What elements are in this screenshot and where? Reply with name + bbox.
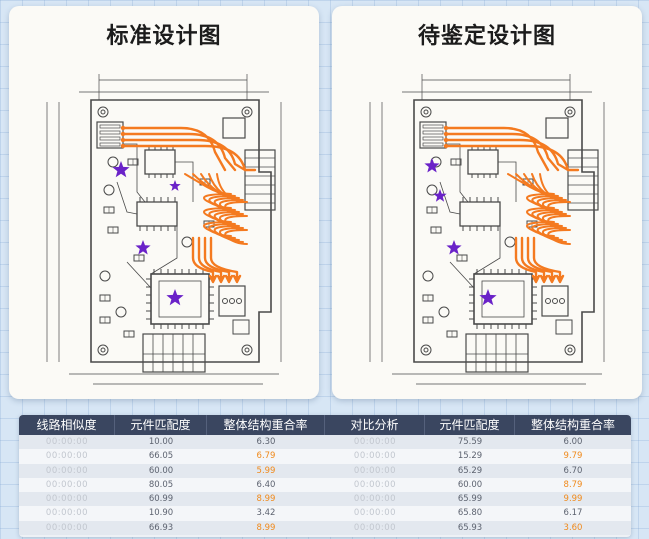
comparison-table: 线路相似度 元件匹配度 整体结构重合率 对比分析 元件匹配度 整体结构重合率 0… (19, 415, 631, 537)
table-cell: 80.05 (148, 479, 174, 490)
table-row: 00:00:00 60.99 8.99 00:00:00 65.99 9.99 (19, 492, 631, 507)
marker-star (135, 240, 151, 255)
table-cell: 00:00:00 (353, 522, 397, 533)
table-cell: 9.79 (563, 451, 583, 462)
suspect-design-title: 待鉴定设计图 (417, 24, 556, 49)
table-cell: 6.40 (256, 479, 276, 490)
processor-chip (150, 273, 210, 325)
table-cell: 00:00:00 (45, 494, 89, 505)
table-row: 00:00:00 10.90 3.42 00:00:00 65.80 6.17 (19, 506, 631, 521)
table-cell: 00:00:00 (45, 437, 89, 447)
table-cell: 6.00 (563, 437, 583, 447)
marker-star (433, 189, 447, 202)
table-cell: 65.29 (457, 465, 483, 476)
table-row: 00:00:00 60.00 5.99 00:00:00 65.29 6.70 (19, 463, 631, 478)
table-cell: 9.99 (563, 494, 583, 505)
table-cell: 60.00 (457, 479, 483, 490)
header-structure-overlap-2: 整体结构重合率 (530, 418, 615, 432)
suspect-design-card: 待鉴定设计图 (332, 6, 642, 399)
marker-star (169, 180, 181, 191)
table-cell: 00:00:00 (45, 479, 89, 490)
header-line-similarity: 线路相似度 (19, 415, 115, 435)
table-cell: 65.99 (457, 494, 483, 505)
table-cell: 6.30 (256, 437, 276, 447)
table-cell: 8.79 (563, 479, 583, 490)
marker-star (446, 240, 462, 255)
table-cell: 10.00 (148, 437, 174, 447)
header-structure-overlap: 整体结构重合率 (207, 415, 325, 435)
table-cell: 00:00:00 (45, 522, 89, 533)
table-row: 00:00:00 80.05 6.40 00:00:00 60.00 8.79 (19, 477, 631, 493)
trace-group (443, 125, 580, 284)
table-cell: 65.93 (457, 522, 483, 533)
table-cell: 00:00:00 (45, 465, 89, 476)
standard-pcb-drawing (46, 74, 282, 385)
processor-chip (473, 273, 533, 325)
table-header: 线路相似度 元件匹配度 整体结构重合率 对比分析 元件匹配度 整体结构重合率 (19, 415, 631, 435)
marker-star (479, 289, 497, 306)
table-row: 00:00:00 66.05 6.79 00:00:00 15.29 9.79 (19, 449, 631, 464)
table-cell: 5.99 (256, 465, 276, 476)
table-cell: 00:00:00 (353, 465, 397, 476)
marker-star (112, 161, 130, 178)
marker-star (424, 158, 440, 173)
header-comparison-analysis: 对比分析 (325, 415, 425, 435)
table-cell: 00:00:00 (353, 508, 397, 519)
standard-design-title: 标准设计图 (106, 24, 222, 49)
table-cell: 8.99 (256, 494, 276, 505)
table-cell: 6.17 (563, 508, 583, 519)
table-cell: 66.93 (148, 522, 174, 533)
table-cell: 6.70 (563, 465, 583, 476)
table-cell: 15.29 (457, 451, 483, 462)
header-component-match: 元件匹配度 (115, 415, 207, 435)
table-cell: 00:00:00 (45, 508, 89, 519)
header-component-match-2: 元件匹配度 (425, 415, 515, 435)
table-cell: 10.90 (148, 508, 174, 519)
table-cell: 3.60 (563, 522, 583, 533)
table-cell: 65.80 (457, 508, 483, 519)
trace-group (120, 125, 257, 284)
table-cell: 00:00:00 (353, 494, 397, 505)
marker-star (166, 289, 184, 306)
table-row: 00:00:00 10.00 6.30 00:00:00 75.59 6.00 (19, 435, 631, 450)
table-cell: 60.99 (148, 494, 174, 505)
table-cell: 3.42 (256, 508, 276, 519)
table-row: 00:00:00 66.93 8.99 00:00:00 65.93 3.60 (19, 520, 631, 536)
suspect-pcb-drawing (369, 74, 605, 385)
table-cell: 60.00 (148, 465, 174, 476)
table-cell: 75.59 (457, 437, 483, 447)
table-cell: 6.79 (256, 451, 276, 462)
table-cell: 00:00:00 (353, 451, 397, 462)
table-cell: 66.05 (148, 451, 174, 462)
standard-design-card: 标准设计图 (9, 6, 319, 399)
table-cell: 00:00:00 (45, 451, 89, 462)
table-cell: 8.99 (256, 522, 276, 533)
table-cell: 00:00:00 (353, 479, 397, 490)
table-cell: 00:00:00 (353, 437, 397, 447)
